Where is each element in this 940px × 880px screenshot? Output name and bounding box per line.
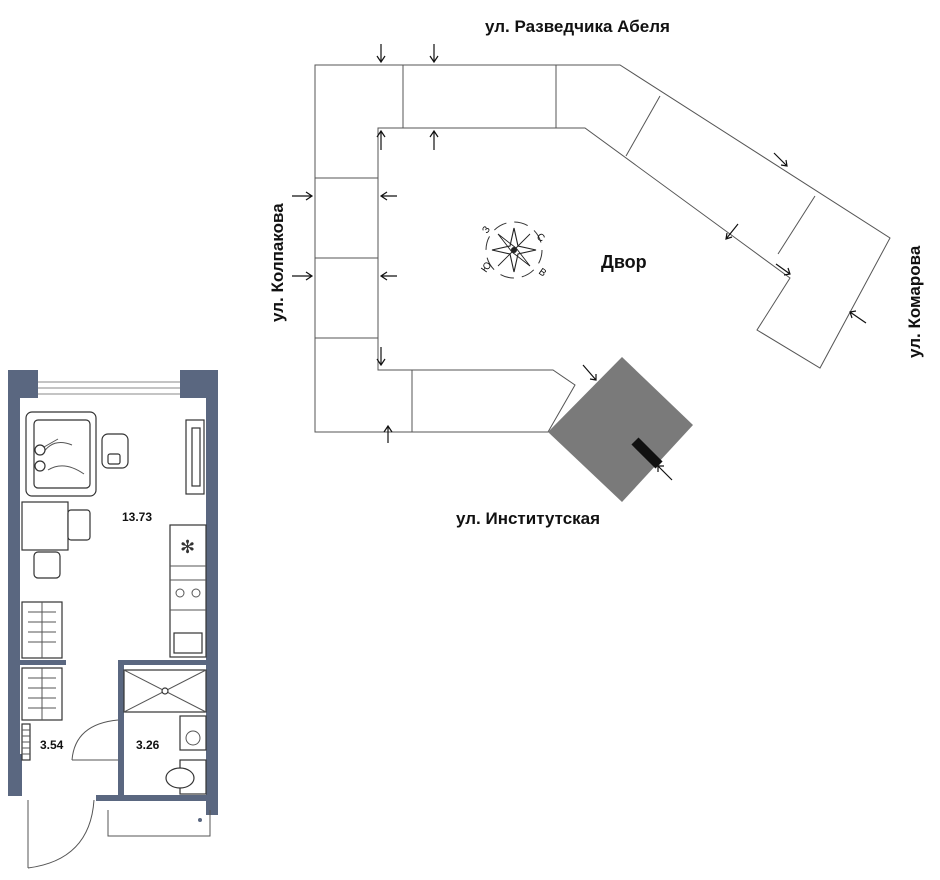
street-top: ул. Разведчика Абеля xyxy=(485,17,670,36)
room-area-living: 13.73 xyxy=(122,510,152,524)
site-plan: С В Ю З Двор ул. Разведчика Абеля ул. Ин… xyxy=(268,17,924,528)
street-left: ул. Колпакова xyxy=(268,203,287,322)
hall-door xyxy=(71,719,119,761)
window xyxy=(38,381,180,395)
sofa xyxy=(25,411,97,497)
compass-west: З xyxy=(480,224,492,235)
armchair xyxy=(101,433,129,469)
radiator xyxy=(21,723,31,761)
room-area-bathroom: 3.26 xyxy=(136,738,160,752)
street-right: ул. Комарова xyxy=(905,245,924,358)
building-outline xyxy=(314,64,891,433)
balcony xyxy=(107,810,211,837)
section-dividers xyxy=(315,65,816,432)
kitchen: ✻ xyxy=(169,524,207,658)
highlighted-building xyxy=(548,357,693,502)
compass: С В Ю З xyxy=(479,221,548,279)
dining-table xyxy=(21,501,91,579)
compass-south: Ю xyxy=(479,260,494,275)
street-bottom: ул. Институтская xyxy=(456,509,600,528)
entrance-door xyxy=(27,799,95,869)
wardrobe xyxy=(21,601,63,721)
room-area-hallway: 3.54 xyxy=(40,738,64,752)
tv-unit xyxy=(185,419,205,495)
bathroom-fixtures xyxy=(123,669,207,795)
entrance-arrows xyxy=(292,44,867,481)
apartment-plan: ✻ 13.73 3.54 3.26 xyxy=(8,370,218,869)
svg-text:✻: ✻ xyxy=(180,537,195,558)
walls xyxy=(8,370,218,815)
yard-label: Двор xyxy=(601,252,647,272)
entrance-marker xyxy=(631,437,663,469)
compass-east: В xyxy=(536,266,548,279)
